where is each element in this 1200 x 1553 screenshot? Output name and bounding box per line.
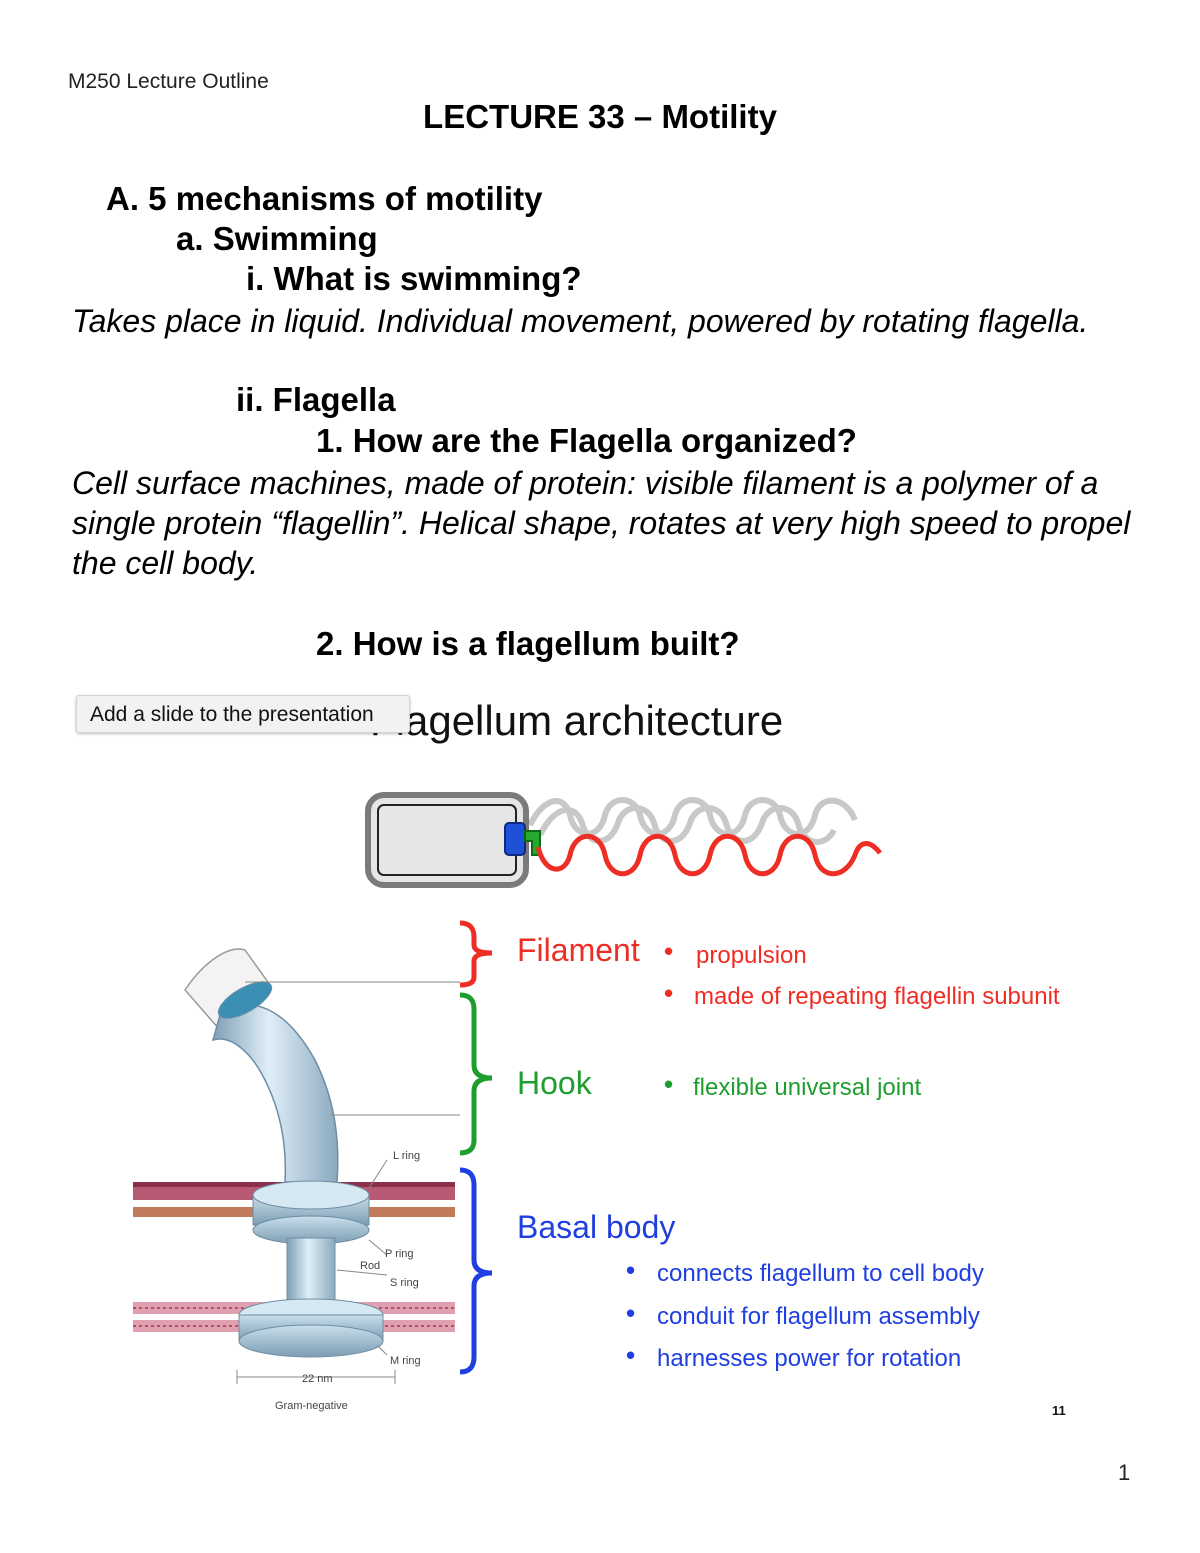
filament-bracket bbox=[459, 920, 493, 988]
basal-bullet-dot-3: • bbox=[626, 1340, 636, 1370]
component-brackets bbox=[459, 920, 493, 1375]
basal-bullet-1: connects flagellum to cell body bbox=[657, 1260, 984, 1287]
label-scale: 22 nm bbox=[302, 1373, 333, 1385]
outline-item-swimming: a. Swimming bbox=[176, 220, 378, 257]
hook-label: Hook bbox=[517, 1065, 592, 1101]
page-title: LECTURE 33 – Motility bbox=[423, 98, 777, 135]
hook-bullet-1: flexible universal joint bbox=[693, 1074, 922, 1101]
answer-swimming: Takes place in liquid. Individual moveme… bbox=[72, 303, 1089, 339]
label-rod: Rod bbox=[360, 1260, 381, 1272]
basal-bullet-dot-1: • bbox=[626, 1255, 636, 1285]
basal-bullet-2: conduit for flagellum assembly bbox=[657, 1303, 980, 1330]
slide-number: 11 bbox=[1052, 1403, 1066, 1418]
basal-body-bracket bbox=[459, 1167, 493, 1375]
basal-bullet-3: harnesses power for rotation bbox=[657, 1345, 962, 1372]
filament-helix bbox=[535, 833, 882, 877]
filament-label: Filament bbox=[517, 932, 640, 968]
basal-body-label: Basal body bbox=[517, 1209, 676, 1245]
filament-bullet-dot-1: • bbox=[664, 936, 674, 966]
label-m-ring: M ring bbox=[390, 1355, 421, 1367]
flagellum-ghost-helix bbox=[527, 797, 858, 845]
basal-body-motor bbox=[504, 822, 526, 856]
cell-body bbox=[365, 792, 529, 888]
label-s-ring: S ring bbox=[390, 1277, 419, 1289]
filament-bullet-2: made of repeating flagellin subunit bbox=[694, 983, 1060, 1010]
outline-question-swimming: i. What is swimming? bbox=[246, 260, 582, 297]
answer-organized: Cell surface machines, made of protein: … bbox=[72, 465, 1131, 581]
filament-bullet-dot-2: • bbox=[664, 978, 674, 1008]
page-number: 1 bbox=[1118, 1460, 1131, 1485]
header-course: M250 Lecture Outline bbox=[68, 70, 269, 93]
outline-question-built: 2. How is a flagellum built? bbox=[316, 625, 740, 662]
figure-caption: Gram-negative bbox=[275, 1400, 348, 1412]
outline-item-flagella: ii. Flagella bbox=[236, 381, 396, 418]
label-p-ring: P ring bbox=[385, 1248, 414, 1260]
hook-bracket bbox=[459, 992, 493, 1156]
filament-bullet-1: propulsion bbox=[696, 942, 807, 969]
outline-section-a: A. 5 mechanisms of motility bbox=[106, 180, 543, 217]
hook-bullet-dot-1: • bbox=[664, 1069, 674, 1099]
slide-title: Flagellum architecture bbox=[370, 697, 784, 744]
add-slide-button[interactable]: Add a slide to the presentation bbox=[76, 695, 410, 733]
m-ring bbox=[238, 1324, 384, 1358]
rod bbox=[286, 1237, 336, 1309]
hook-tube bbox=[211, 1004, 339, 1183]
outline-question-organized: 1. How are the Flagella organized? bbox=[316, 422, 857, 459]
basal-bullet-dot-2: • bbox=[626, 1298, 636, 1328]
flagellum-structure-figure bbox=[133, 948, 460, 1384]
label-l-ring: L ring bbox=[393, 1150, 421, 1162]
cell-with-flagellum-diagram bbox=[365, 792, 882, 888]
